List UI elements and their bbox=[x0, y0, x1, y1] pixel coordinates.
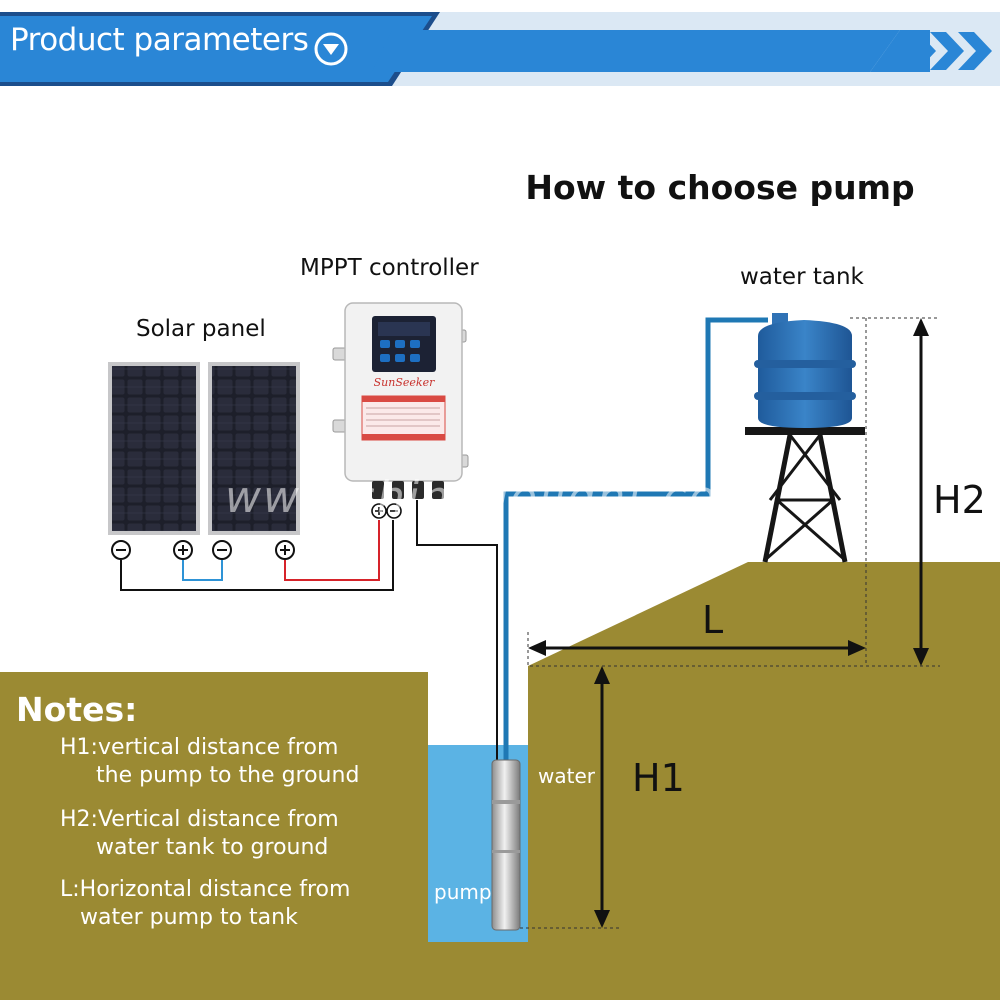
plus-terminal-icon bbox=[173, 540, 193, 560]
chevron-arrows-icon bbox=[902, 32, 992, 70]
note-l-line2: water pump to tank bbox=[80, 905, 298, 930]
h1-label: H1 bbox=[632, 756, 685, 800]
water-pipe bbox=[503, 317, 768, 790]
minus-terminal-icon bbox=[212, 540, 232, 560]
note-h2-line1: H2:Vertical distance from bbox=[60, 807, 339, 832]
note-h2-line2: water tank to ground bbox=[96, 835, 329, 860]
solar-panel-right bbox=[208, 362, 300, 535]
wiring bbox=[120, 500, 498, 760]
h1-dimension-arrow bbox=[594, 666, 610, 928]
note-l-line1: L:Horizontal distance from bbox=[60, 877, 351, 902]
tank-stand bbox=[745, 427, 865, 563]
solar-panel-label: Solar panel bbox=[136, 316, 266, 342]
l-dimension-arrow bbox=[528, 640, 866, 656]
h2-label: H2 bbox=[933, 478, 986, 522]
l-label: L bbox=[702, 598, 724, 642]
controller-minus-terminal-icon bbox=[386, 503, 402, 519]
plus-terminal-icon bbox=[275, 540, 295, 560]
mppt-controller: SunSeeker bbox=[332, 302, 469, 499]
notes-heading: Notes: bbox=[16, 690, 138, 729]
controller-brand: SunSeeker bbox=[374, 376, 435, 389]
h2-dimension-arrow bbox=[913, 318, 929, 666]
note-h1: H1:vertical distance from the pump to th… bbox=[60, 734, 359, 790]
watermark: www.shinedolight.com bbox=[225, 472, 763, 523]
solar-panel-left bbox=[108, 362, 200, 535]
controller-label: MPPT controller bbox=[300, 255, 479, 281]
water-tank-label: water tank bbox=[740, 264, 864, 290]
water-tank bbox=[754, 313, 856, 428]
note-l: L:Horizontal distance from water pump to… bbox=[60, 876, 350, 932]
note-h2: H2:Vertical distance from water tank to … bbox=[60, 806, 339, 862]
pump-label: pump bbox=[434, 880, 492, 904]
controller-plus-terminal-icon bbox=[371, 503, 387, 519]
submersible-pump bbox=[491, 759, 521, 931]
note-h1-line2: the pump to the ground bbox=[96, 763, 360, 788]
header-title: Product parameters bbox=[10, 22, 309, 58]
dashed-guides bbox=[520, 317, 940, 929]
ground-soil bbox=[0, 562, 1000, 1000]
water-label: water bbox=[538, 764, 595, 788]
header-banner bbox=[0, 12, 1000, 86]
dropdown-circle-icon bbox=[314, 32, 348, 66]
diagram-title: How to choose pump bbox=[525, 168, 915, 207]
note-h1-line1: H1:vertical distance from bbox=[60, 735, 339, 760]
minus-terminal-icon bbox=[111, 540, 131, 560]
